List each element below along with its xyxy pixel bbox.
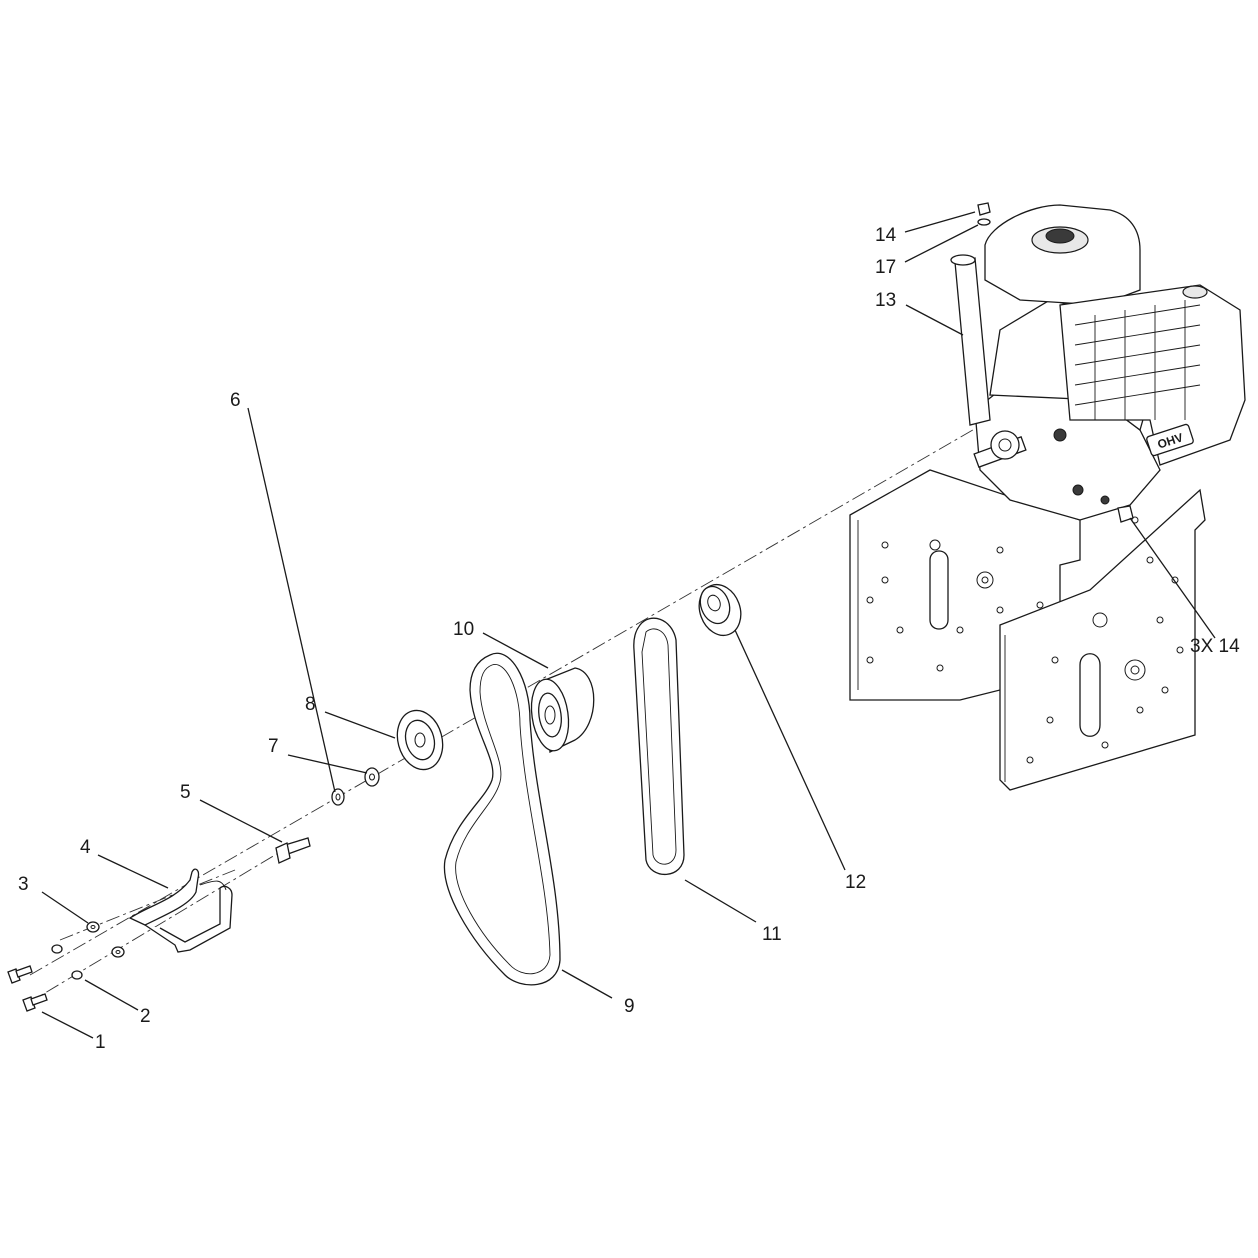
- engine-pulley-12: [698, 583, 742, 637]
- callout-2: 2: [140, 1006, 151, 1027]
- callout-1: 1: [95, 1032, 106, 1053]
- callout-6: 6: [230, 390, 241, 411]
- washer-3: [86, 921, 100, 933]
- shoulder-bolt-5: [275, 837, 311, 864]
- callout-labels: 1 2 3 4 5 6 7 8 9 10 11 12 13 14 17 3X 1…: [18, 225, 1240, 1053]
- leader-lines: [41, 211, 1216, 1039]
- callout-8: 8: [305, 694, 316, 715]
- callout-11: 11: [762, 924, 782, 945]
- callout-10: 10: [453, 619, 474, 640]
- callout-14: 14: [875, 225, 897, 246]
- frame-plates: [849, 469, 1206, 791]
- nut-6: [331, 788, 345, 806]
- flange-nut-14: [977, 202, 991, 216]
- belt-9: [443, 652, 561, 986]
- washer-17: [977, 218, 991, 226]
- callout-12: 12: [845, 872, 866, 893]
- idler-bracket-4: [128, 868, 233, 953]
- callout-3x14: 3X 14: [1190, 636, 1240, 657]
- idler-pulley-8: [396, 709, 444, 771]
- callout-7: 7: [268, 736, 279, 757]
- callout-4: 4: [80, 837, 91, 858]
- washer-7: [364, 767, 380, 787]
- engine-top-hardware: [977, 202, 991, 226]
- bolt-1: [7, 965, 48, 1012]
- callout-17: 17: [875, 257, 896, 278]
- engine: OHV: [950, 204, 1246, 523]
- callout-3: 3: [18, 874, 29, 895]
- pulley-10: [530, 667, 595, 754]
- callout-5: 5: [180, 782, 191, 803]
- lock-washer-2: [51, 944, 83, 980]
- muffler-guard-grid: [1074, 300, 1201, 420]
- callout-9: 9: [624, 996, 635, 1017]
- washer-3b: [111, 946, 125, 958]
- callout-13: 13: [875, 290, 896, 311]
- belt-11: [633, 617, 685, 876]
